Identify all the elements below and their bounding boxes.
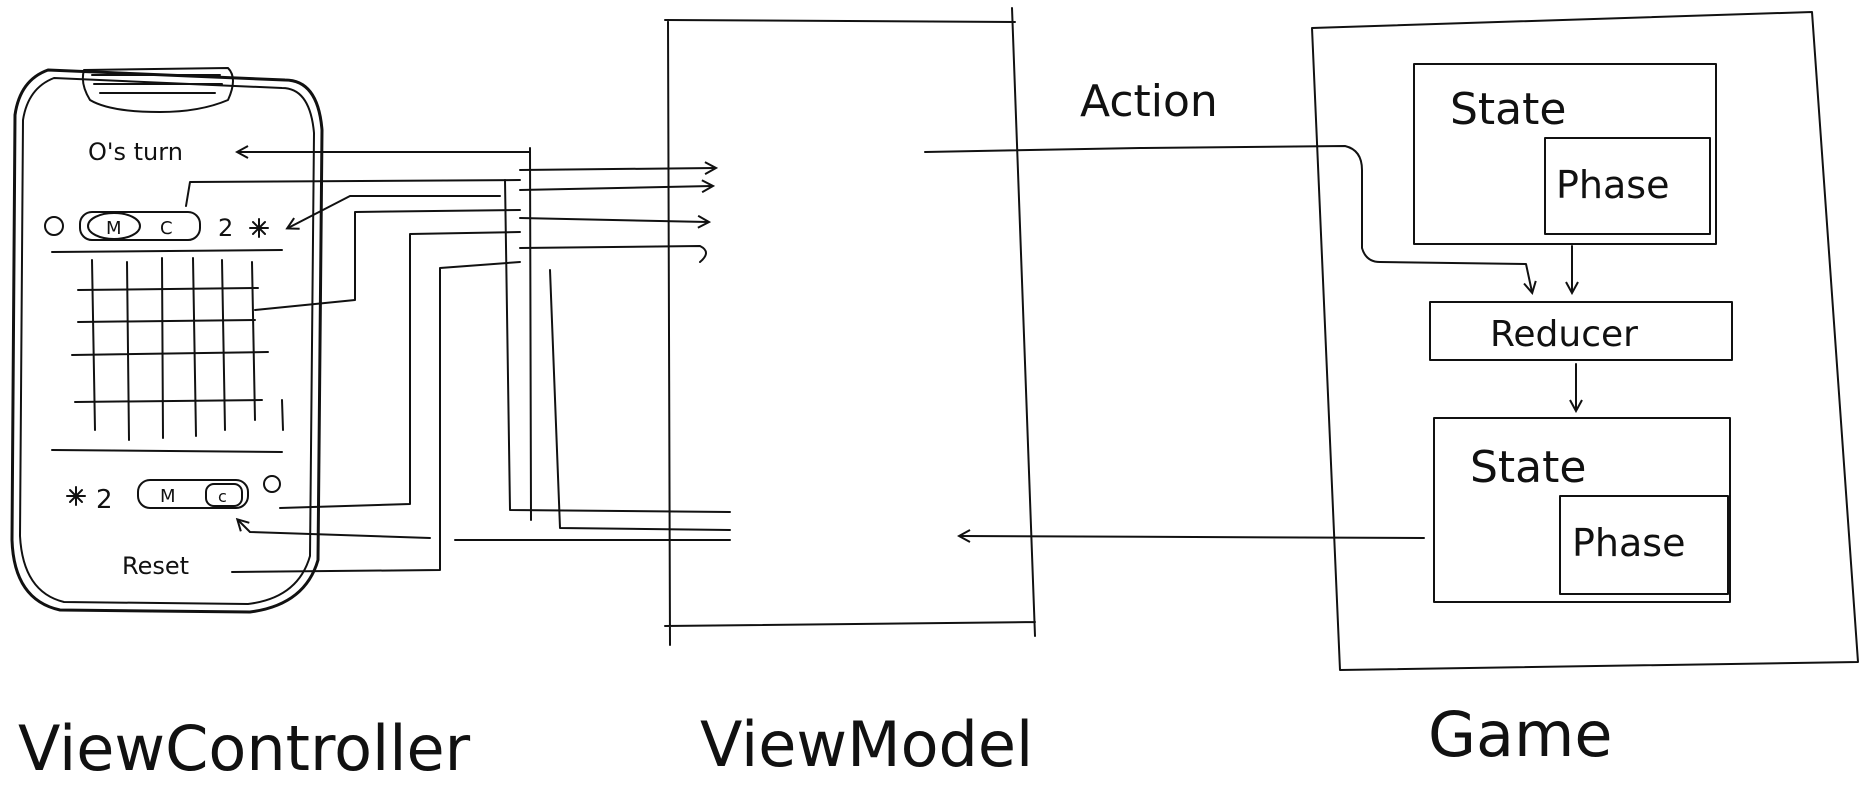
input-arrow-1 (519, 168, 715, 170)
bottom-player-row: 2 M c (66, 475, 281, 515)
input-arrow-4 (519, 245, 707, 263)
action-flow: Action (924, 76, 1532, 538)
view-controller-phone: O's turn M C 2 2 M (10, 67, 324, 614)
binding-state-to-view (238, 520, 431, 539)
bottom-mode-selected-indicator (205, 483, 243, 507)
binding-reset-drop (549, 269, 731, 531)
game-title: Game (1428, 698, 1613, 771)
phase-top-label: Phase (1556, 163, 1669, 207)
game-board (51, 249, 284, 453)
binding-top-mode-drop (504, 179, 731, 513)
game-box: State Phase Reducer State Phase (1311, 11, 1859, 671)
input-arrow-3 (519, 218, 708, 222)
binding-reset (231, 261, 521, 573)
state-bottom-label: State (1470, 442, 1586, 493)
view-controller-title: ViewController (18, 712, 471, 785)
view-model-box (664, 7, 1036, 646)
notch-hatching (91, 74, 223, 94)
reset-button[interactable]: Reset (122, 552, 189, 580)
top-mode-selected-indicator (87, 212, 141, 240)
phase-top-box (1544, 137, 1711, 235)
state-top-label: State (1450, 84, 1566, 135)
top-mode-toggle[interactable] (79, 211, 201, 241)
o-mark-icon (44, 216, 64, 236)
bottom-score: 2 (96, 485, 113, 515)
view-bindings (185, 147, 731, 573)
turn-label: O's turn (88, 138, 183, 166)
top-score: 2 (218, 214, 233, 242)
bottom-mode-toggle[interactable] (137, 479, 249, 509)
top-mode-m-label: M (106, 218, 122, 239)
sparkle-icon (66, 486, 86, 506)
top-mode-c-label: C (160, 218, 173, 239)
action-label: Action (1080, 76, 1218, 127)
binding-top-mode (185, 179, 521, 207)
notch (81, 67, 234, 113)
bottom-mode-m-label: M (160, 486, 176, 507)
view-model-title: ViewModel (700, 708, 1033, 781)
o-mark-icon (263, 475, 281, 493)
action-arrow (924, 145, 1532, 292)
phase-bottom-box (1559, 495, 1729, 595)
binding-board (254, 209, 521, 311)
sparkle-icon (249, 218, 269, 238)
new-state-arrow (960, 536, 1425, 538)
phase-bottom-label: Phase (1572, 521, 1685, 565)
binding-turn-label-drop (529, 147, 532, 521)
input-arrow-2 (519, 186, 712, 190)
binding-top-score (288, 195, 501, 228)
binding-bottom-player (279, 231, 521, 509)
state-bottom-box: State Phase (1433, 417, 1731, 603)
bottom-mode-c-label: c (218, 487, 227, 506)
reducer-box: Reducer (1429, 301, 1733, 361)
top-player-row: M C 2 (44, 211, 269, 242)
state-top-box: State Phase (1413, 63, 1717, 245)
reducer-label: Reducer (1490, 314, 1638, 355)
